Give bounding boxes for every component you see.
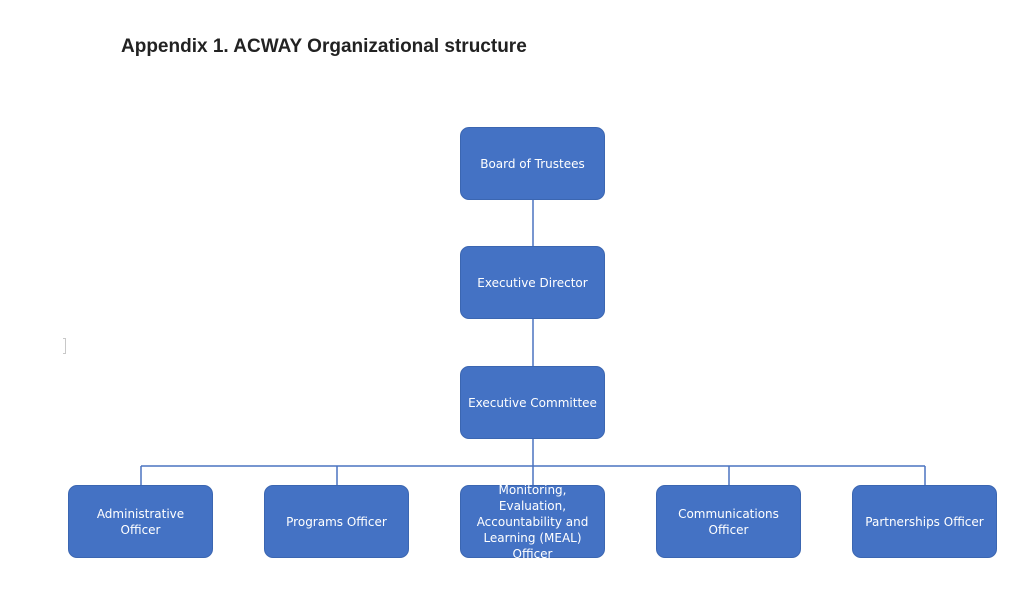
page-title: Appendix 1. ACWAY Organizational structu… [121, 36, 527, 57]
node-label: Monitoring, Evaluation, Accountability a… [476, 482, 589, 561]
node-label: Board of Trustees [480, 156, 585, 171]
node-label: Communications Officer [678, 506, 779, 537]
node-executive-director: Executive Director [460, 246, 605, 319]
node-meal-officer: Monitoring, Evaluation, Accountability a… [460, 483, 605, 561]
node-label: Partnerships Officer [865, 514, 984, 529]
node-executive-committee: Executive Committee [460, 366, 605, 439]
node-programs-officer: Programs Officer [264, 485, 409, 558]
node-label: Executive Director [477, 275, 588, 290]
text-cursor-bracket [63, 338, 66, 354]
node-communications-officer: Communications Officer [656, 485, 801, 558]
node-partnerships-officer: Partnerships Officer [852, 485, 997, 558]
node-label: Programs Officer [286, 514, 387, 529]
node-board-of-trustees: Board of Trustees [460, 127, 605, 200]
node-administrative-officer: Administrative Officer [68, 485, 213, 558]
node-label: Executive Committee [468, 395, 597, 410]
node-label: Administrative Officer [96, 506, 185, 537]
